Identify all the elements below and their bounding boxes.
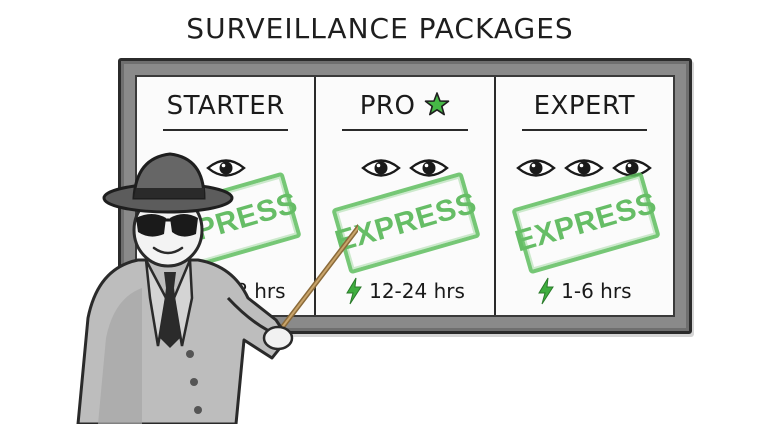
lightning-bolt-icon bbox=[538, 277, 555, 305]
package-name: EXPERT bbox=[533, 91, 636, 121]
eye-rating bbox=[496, 155, 673, 181]
pointer-stick bbox=[265, 223, 358, 349]
page-title: SURVEILLANCE PACKAGES bbox=[186, 12, 574, 45]
delivery-time: 12-24 hrs bbox=[316, 277, 493, 305]
eye-icon bbox=[205, 159, 246, 177]
title-underline bbox=[163, 129, 289, 131]
package-name: PRO bbox=[316, 91, 493, 121]
title-underline bbox=[521, 129, 647, 131]
star-icon bbox=[424, 92, 450, 116]
delivery-time-label: 12-24 hrs bbox=[369, 279, 465, 303]
package-name: STARTER bbox=[166, 91, 285, 121]
eye-rating bbox=[316, 155, 493, 181]
title-underline bbox=[342, 129, 468, 131]
package-expert: EXPERT EXPRES bbox=[496, 77, 673, 315]
eye-rating bbox=[137, 155, 314, 181]
express-stamp: EXPRESS bbox=[510, 171, 661, 275]
delivery-time: 1-6 hrs bbox=[496, 277, 673, 305]
eye-icon bbox=[361, 159, 401, 177]
eye-icon bbox=[409, 159, 449, 177]
eye-icon bbox=[612, 159, 653, 177]
eye-icon bbox=[516, 159, 557, 177]
detective-figure bbox=[76, 152, 358, 424]
lightning-bolt-icon bbox=[346, 277, 363, 305]
delivery-time-label: 1-6 hrs bbox=[561, 279, 632, 303]
eye-icon bbox=[564, 159, 605, 177]
package-pro: PRO EXPRESS bbox=[316, 77, 496, 315]
